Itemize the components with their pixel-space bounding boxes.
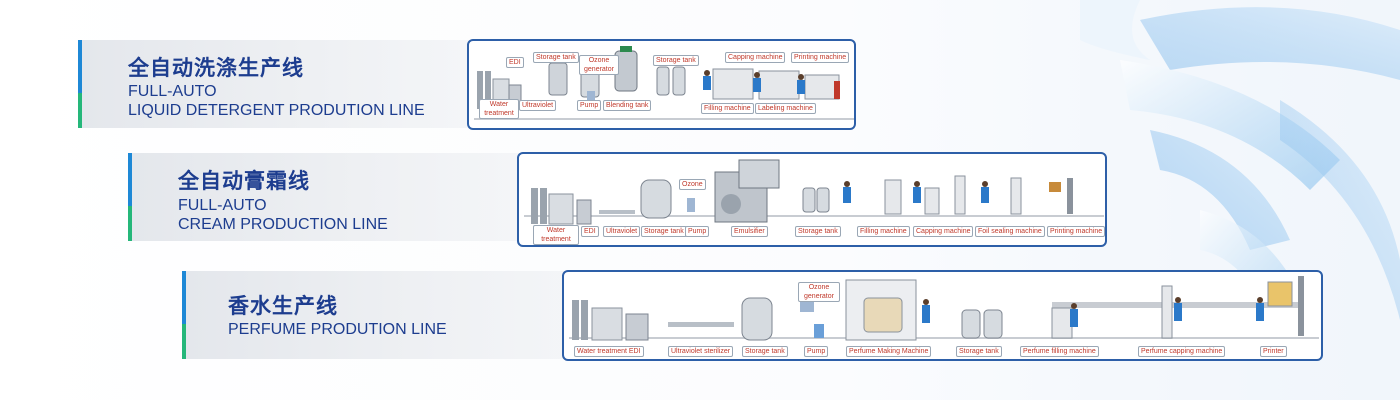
- line-3-label-filling: Perfume filling machine: [1020, 346, 1099, 357]
- line-3-label-ozone: Ozone generator: [798, 282, 840, 302]
- line-1-label-storage-tank-2: Storage tank: [653, 55, 699, 66]
- line-1-equipment-illustration: [474, 46, 854, 120]
- line-3-diagram-panel: Ozone generator Water treatment EDI Ultr…: [562, 270, 1323, 361]
- line-1-label-pump: Pump: [577, 100, 602, 111]
- line-1-label-capping: Capping machine: [725, 52, 786, 63]
- line-3-label-capping: Perfume capping machine: [1138, 346, 1226, 357]
- line-1-title-en-1: FULL-AUTO: [128, 83, 217, 100]
- line-3-label-making: Perfume Making Machine: [846, 346, 932, 357]
- line-1-label-ozone: Ozone generator: [579, 55, 619, 75]
- line-2-label-pump: Pump: [685, 226, 710, 237]
- line-2-label-storage-2: Storage tank: [795, 226, 841, 237]
- line-2-title-cn: 全自动膏霜线: [178, 169, 310, 193]
- line-2-equipment-illustration: [524, 159, 1104, 225]
- line-1-label-labeling: Labeling machine: [755, 103, 816, 114]
- line-2-title-band: [128, 153, 548, 241]
- line-2-label-filling: Filling machine: [857, 226, 910, 237]
- line-1-diagram-panel: EDI Storage tank Ozone generator Storage…: [467, 39, 856, 130]
- line-3-label-uv: Ultraviolet sterilizer: [668, 346, 734, 357]
- line-2-title-en-2: CREAM PRODUCTION LINE: [178, 216, 388, 233]
- line-1-label-filling: Filling machine: [701, 103, 754, 114]
- line-1-label-water: Water treatment: [479, 99, 519, 119]
- line-1-label-blending: Blending tank: [603, 100, 652, 111]
- line-3-title-en-1: PERFUME PRODUTION LINE: [228, 321, 447, 338]
- line-3-equipment-illustration: [569, 276, 1319, 341]
- line-1-label-uv: Ultraviolet: [519, 100, 557, 111]
- line-2-label-uv: Ultraviolet: [603, 226, 641, 237]
- line-1-label-edi: EDI: [506, 57, 524, 68]
- line-2-label-edi: EDI: [581, 226, 599, 237]
- line-3-label-printer: Printer: [1260, 346, 1287, 357]
- line-3-label-pump: Pump: [804, 346, 829, 357]
- line-1-label-printing: Printing machine: [791, 52, 850, 63]
- line-1-title-cn: 全自动洗涤生产线: [128, 56, 304, 80]
- line-2-label-printing: Printing machine: [1047, 226, 1105, 237]
- line-2-label-water: Water treatment: [533, 225, 579, 245]
- line-3-title-band: [182, 271, 602, 359]
- line-2-label-capping: Capping machine: [913, 226, 974, 237]
- line-2-label-storage-1: Storage tank: [641, 226, 687, 237]
- line-2-diagram-panel: Ozone Water treatment EDI Ultraviolet St…: [517, 152, 1107, 247]
- line-1-label-storage-tank-1: Storage tank: [533, 52, 579, 63]
- line-1-title-band: [78, 40, 498, 128]
- line-2-label-emulsifier: Emulsifier: [731, 226, 768, 237]
- line-3-label-water: Water treatment EDI: [574, 346, 644, 357]
- line-3-title-cn: 香水生产线: [228, 294, 338, 318]
- line-3-label-storage-1: Storage tank: [742, 346, 788, 357]
- line-3-label-storage-2: Storage tank: [956, 346, 1002, 357]
- line-2-label-foil: Foil sealing machine: [975, 226, 1045, 237]
- line-2-label-ozone: Ozone: [679, 179, 706, 190]
- line-2-title-en-1: FULL-AUTO: [178, 197, 267, 214]
- line-1-title-en-2: LIQUID DETERGENT PRODUTION LINE: [128, 102, 425, 119]
